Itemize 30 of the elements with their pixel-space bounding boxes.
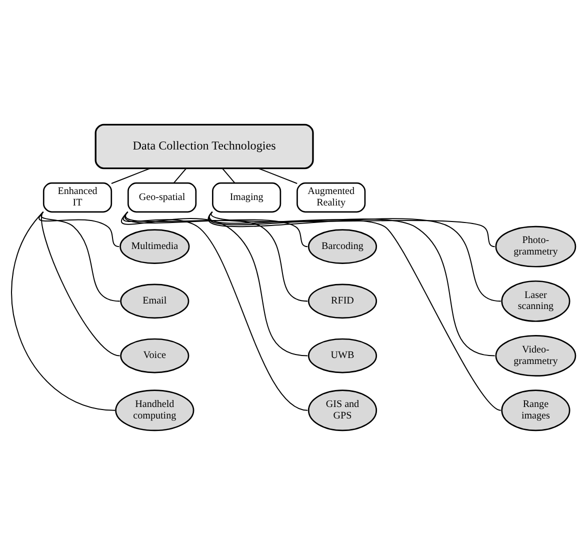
connector: [111, 167, 150, 184]
connector: [41, 211, 120, 356]
node-ellipse: RFID: [308, 283, 378, 318]
node-ellipse: Multimedia: [120, 228, 190, 264]
node-box: Augmented Reality: [296, 182, 366, 212]
connector: [210, 211, 502, 410]
node-ellipse: Laser scanning: [501, 280, 570, 322]
node-box: Data Collection Technologies: [94, 123, 314, 169]
connector: [125, 211, 308, 302]
node-box: Geo-spatial: [127, 182, 197, 212]
node-ellipse: Range images: [501, 389, 570, 431]
node-ellipse: GIS and GPS: [308, 389, 378, 431]
node-ellipse: Handheld computing: [115, 389, 194, 431]
node-ellipse: Photo- grammetry: [495, 225, 576, 267]
node-box: Enhanced IT: [42, 182, 112, 212]
connector: [208, 211, 495, 356]
node-ellipse: Video- grammetry: [495, 334, 576, 376]
connector: [222, 168, 236, 183]
connector: [212, 211, 495, 247]
connector: [208, 211, 501, 302]
connector: [123, 211, 308, 410]
node-ellipse: Email: [120, 283, 190, 318]
node-ellipse: Voice: [120, 338, 190, 373]
connector: [258, 167, 298, 184]
connector: [121, 211, 308, 356]
connector: [174, 168, 187, 183]
node-box: Imaging: [212, 182, 282, 212]
node-ellipse: UWB: [308, 338, 378, 373]
connector: [11, 211, 116, 410]
node-ellipse: Barcoding: [308, 228, 378, 264]
